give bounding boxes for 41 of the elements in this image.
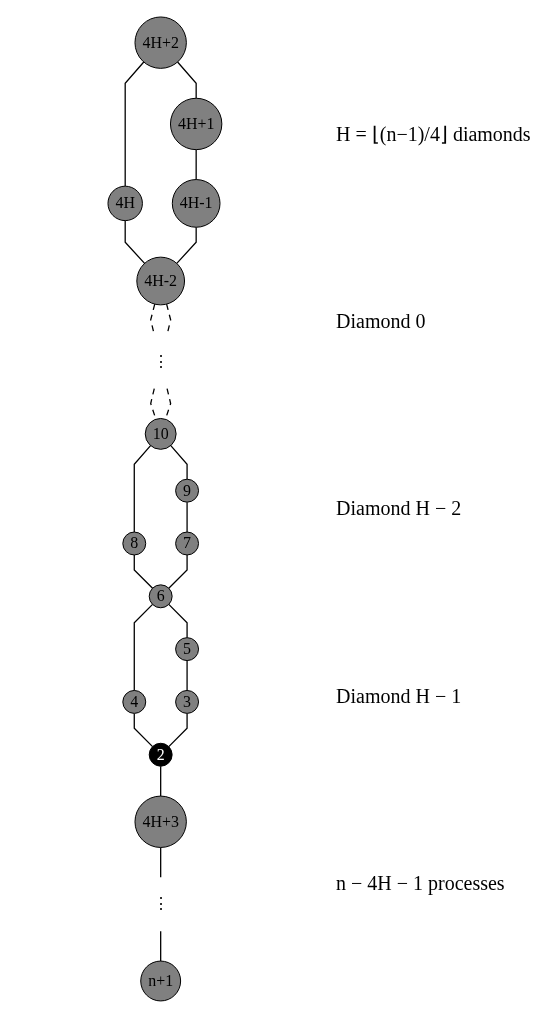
connector xyxy=(186,659,188,691)
node-text: ⋮ xyxy=(152,352,169,370)
brace-label: n − 4H − 1 processes xyxy=(336,871,505,895)
node-circle: 4H-1 xyxy=(171,178,221,228)
node-text: ⋮ xyxy=(152,894,169,912)
node-circle: 9 xyxy=(175,478,200,503)
connector xyxy=(195,148,197,180)
node-circle: 4H+3 xyxy=(134,795,187,848)
connector xyxy=(186,501,188,533)
node-circle: 10 xyxy=(144,417,177,450)
brace-label: H = ⌊(n−1)/4⌋ diamonds xyxy=(336,122,531,147)
node-circle: 4 xyxy=(122,689,147,714)
connector xyxy=(168,553,188,589)
node-circle: 4H xyxy=(107,185,143,221)
node-circle: 6 xyxy=(148,583,173,608)
node-circle: 4H+1 xyxy=(170,97,223,150)
connector xyxy=(124,219,146,264)
connector xyxy=(168,712,188,747)
connector xyxy=(176,226,197,264)
connector xyxy=(133,603,154,691)
node-circle: 3 xyxy=(175,689,200,714)
node-circle: 2 xyxy=(148,742,173,767)
connector xyxy=(133,444,152,533)
connector xyxy=(177,60,197,99)
brace-label: Diamond H − 1 xyxy=(336,684,462,708)
connector xyxy=(160,930,162,962)
node-circle: n+1 xyxy=(140,960,182,1001)
node-circle: 5 xyxy=(175,636,200,661)
connector xyxy=(124,60,145,187)
connector xyxy=(168,603,188,638)
connector xyxy=(170,444,188,480)
connector xyxy=(160,846,162,878)
connector xyxy=(133,712,154,747)
brace-label: Diamond 0 xyxy=(336,310,426,334)
node-circle: 4H+2 xyxy=(134,16,187,69)
node-circle: 7 xyxy=(175,531,200,555)
connector xyxy=(160,765,162,797)
node-circle: 4H-2 xyxy=(136,256,186,305)
node-circle: 8 xyxy=(122,531,147,555)
connector xyxy=(133,553,154,589)
brace-label: Diamond H − 2 xyxy=(336,497,462,521)
